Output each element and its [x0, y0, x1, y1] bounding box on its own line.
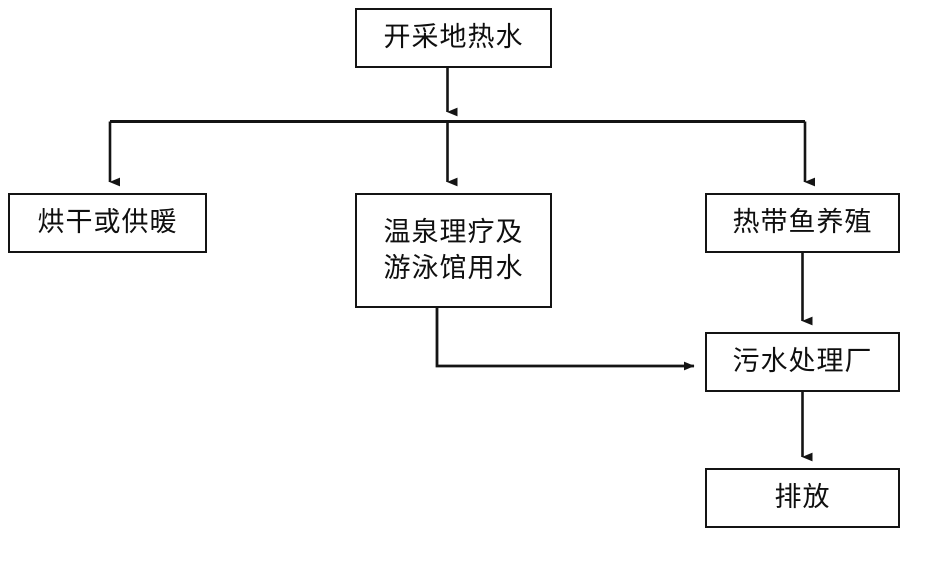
node-discharge[interactable]: 排放 — [705, 468, 900, 528]
node-sewage-plant[interactable]: 污水处理厂 — [705, 332, 900, 392]
node-spa-pool[interactable]: 温泉理疗及 游泳馆用水 — [355, 193, 552, 308]
node-sewage-plant-label: 污水处理厂 — [732, 346, 873, 377]
node-drying-heating-label: 烘干或供暖 — [37, 207, 178, 238]
node-discharge-label: 排放 — [774, 482, 831, 513]
node-tropical-fish[interactable]: 热带鱼养殖 — [705, 193, 900, 253]
node-source-label: 开采地热水 — [383, 22, 524, 53]
node-drying-heating[interactable]: 烘干或供暖 — [8, 193, 207, 253]
node-tropical-fish-label: 热带鱼养殖 — [732, 207, 873, 238]
node-spa-pool-label: 温泉理疗及 游泳馆用水 — [383, 217, 524, 283]
node-source[interactable]: 开采地热水 — [355, 8, 552, 68]
connector-spa-pool-to-sewage-plant — [435, 308, 695, 371]
